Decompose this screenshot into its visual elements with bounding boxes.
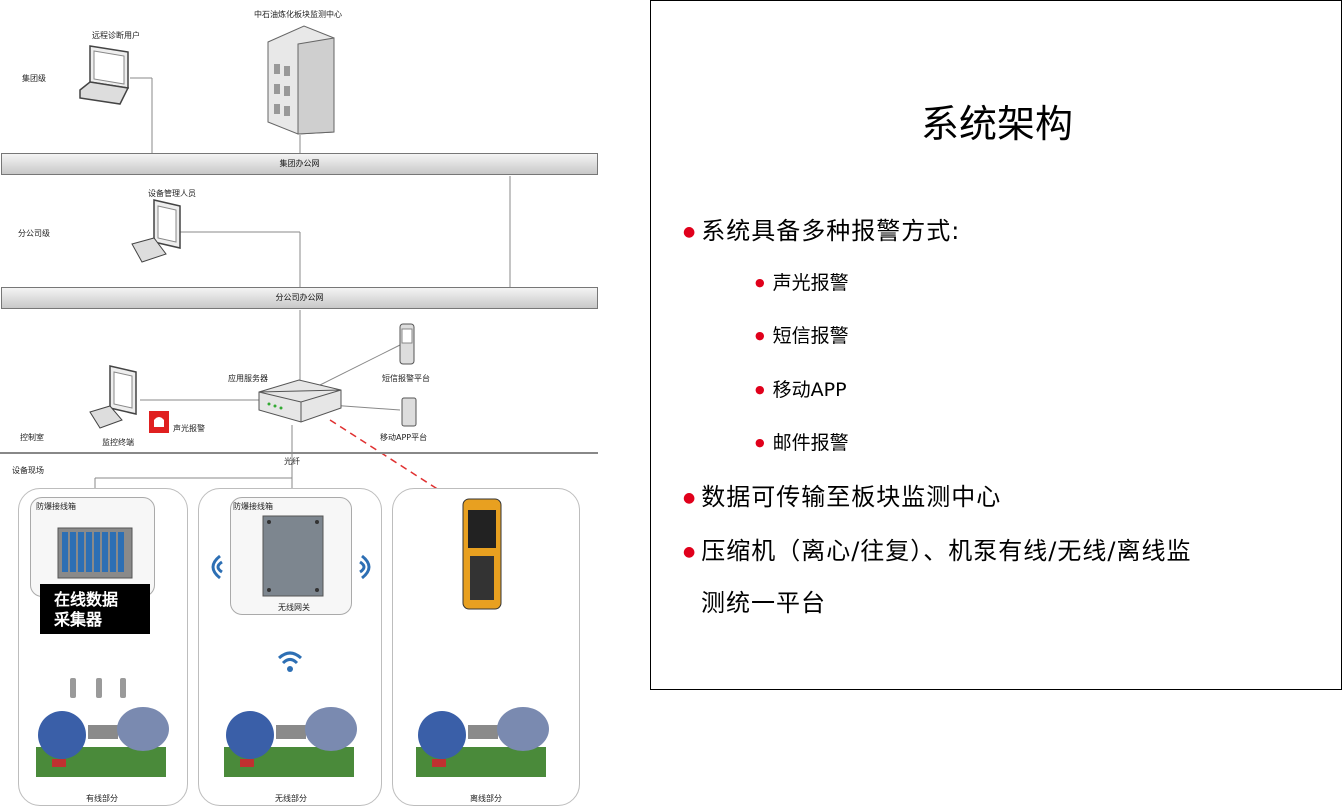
collector-label-line2: 采集器 (54, 610, 103, 629)
pump-icon-offline (416, 707, 549, 777)
bullet-text: 压缩机（离心/往复）、机泵有线/无线/离线监 (701, 537, 1192, 565)
sub-item-text: 短信报警 (772, 325, 849, 347)
system-architecture-panel: 系统架构 ● 系统具备多种报警方式: ● 声光报警 ● 短信报警 ● 移动APP ● 邮件… (650, 0, 1342, 690)
monitoring-center-label: 中石油炼化板块监测中心 (254, 10, 342, 19)
handheld-collector-icon (462, 498, 502, 610)
field-label: 设备现场 (12, 466, 44, 475)
equipment-manager-label: 设备管理人员 (148, 189, 196, 198)
sub-item-text: 移动APP (772, 379, 847, 401)
wireless-gateway-label: 无线网关 (278, 603, 310, 612)
monitor-terminal-label: 监控终端 (102, 438, 134, 447)
control-room-label: 控制室 (20, 433, 44, 442)
desktop-computer-icon (131, 199, 181, 263)
sms-platform-label: 短信报警平台 (382, 374, 430, 383)
sensor-icon (70, 678, 126, 698)
wireless-gateway-box (262, 515, 324, 597)
bullet-unified-platform: ● 压缩机（离心/往复）、机泵有线/无线/离线监 (683, 531, 1191, 566)
pump-icon-wired (36, 707, 169, 777)
data-collector-device (57, 527, 133, 579)
branch-network-bus: 分公司办公网 (1, 287, 598, 309)
junction-box-label-2: 防爆接线箱 (233, 502, 273, 511)
bullet-dot: ● (755, 276, 765, 289)
app-server-label: 应用服务器 (228, 374, 268, 383)
sub-item: ● 短信报警 (755, 321, 849, 348)
branch-level-label: 分公司级 (18, 229, 50, 238)
tablet-icon (401, 397, 417, 427)
bullet-dot: ● (683, 224, 696, 240)
bullet-alarm-methods: ● 系统具备多种报警方式: (683, 211, 960, 246)
sub-item: ● 声光报警 (755, 268, 849, 295)
wifi-signal-icon (359, 554, 371, 580)
collector-label-line1: 在线数据 (54, 590, 119, 609)
bullet-dot: ● (683, 544, 696, 560)
wired-part-label: 有线部分 (86, 794, 118, 803)
junction-box-label-1: 防爆接线箱 (36, 502, 76, 511)
sub-item-text: 声光报警 (772, 272, 849, 294)
offline-part-label: 离线部分 (470, 794, 502, 803)
sub-item: ● 移动APP (755, 375, 847, 402)
monitor-terminal-icon (89, 365, 137, 429)
bullet-dot: ● (755, 383, 765, 396)
laptop-icon (79, 45, 130, 105)
group-level-label: 集团级 (22, 74, 46, 83)
bullet-text: 系统具备多种报警方式: (701, 217, 961, 245)
bullet-dot: ● (755, 329, 765, 342)
wifi-signal-icon (211, 554, 223, 580)
bullet-continuation: 测统一平台 (701, 589, 826, 617)
wifi-icon (277, 651, 303, 672)
panel-title: 系统架构 (920, 102, 1073, 146)
mobile-phone-icon (399, 323, 415, 365)
sub-item-text: 邮件报警 (772, 432, 849, 454)
bullet-text: 数据可传输至板块监测中心 (701, 483, 1002, 511)
server-icon (258, 379, 342, 423)
group-network-bus: 集团办公网 (1, 153, 598, 175)
bullet-data-transfer: ● 数据可传输至板块监测中心 (683, 477, 1001, 512)
sound-light-alarm-label: 声光报警 (173, 424, 205, 433)
alarm-icon (149, 411, 169, 433)
fiber-label: 光纤 (284, 457, 300, 466)
field-divider (0, 452, 598, 454)
pump-icon-wireless (224, 707, 357, 777)
remote-user-label: 远程诊断用户 (92, 31, 140, 40)
collector-label: 在线数据 采集器 (40, 584, 150, 634)
architecture-diagram: 集团级 远程诊断用户 中石油炼化板块监测中心 集团办公网 分公司级 设备管理人员… (0, 0, 640, 809)
mobile-app-platform-label: 移动APP平台 (380, 433, 428, 442)
sub-item: ● 邮件报警 (755, 428, 849, 455)
bullet-dot: ● (755, 436, 765, 449)
building-icon (267, 25, 335, 135)
wireless-part-label: 无线部分 (275, 794, 307, 803)
bullet-dot: ● (683, 490, 696, 506)
